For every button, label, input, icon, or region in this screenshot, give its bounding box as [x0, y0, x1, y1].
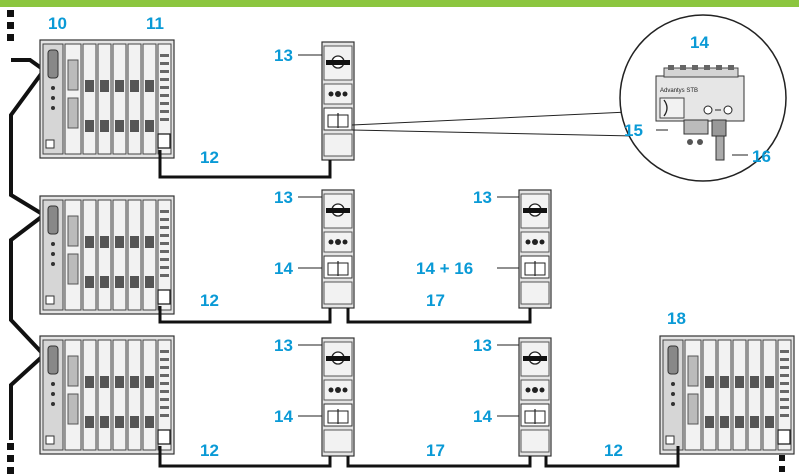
- top-accent-bar: [0, 0, 799, 7]
- cable-row2-a: [158, 306, 332, 324]
- label-module-r1: 13: [274, 46, 293, 65]
- backbone-dashed-bottom: [7, 443, 14, 474]
- island-module-row1: [321, 41, 355, 161]
- label-module-r3-a: 13: [274, 336, 293, 355]
- island-module-row2-b: [518, 189, 552, 309]
- label-zoom-module: 14: [690, 33, 709, 52]
- island-module-row2-a: [321, 189, 355, 309]
- zoom-callout-upper: [351, 111, 629, 126]
- island-module-row3-b: [518, 337, 552, 457]
- label-module-r3-b: 13: [473, 336, 492, 355]
- label-cable-r2-b: 17: [426, 291, 445, 310]
- label-cable-r3-b: 17: [426, 441, 445, 460]
- label-rack-r3-right: 18: [667, 309, 686, 328]
- backbone-dashed-top: [7, 10, 14, 41]
- backbone-cable: [9, 58, 48, 440]
- label-cable-r1: 12: [200, 148, 219, 167]
- cable-row3-a: [158, 446, 332, 468]
- cable-row3-c: [544, 446, 680, 468]
- label-leaders: [298, 54, 519, 417]
- zoom-device-text: Advantys STB: [660, 88, 698, 94]
- cable-row1: [158, 150, 332, 179]
- label-module-r2-b: 13: [473, 188, 492, 207]
- label-cable-r2-a: 12: [200, 291, 219, 310]
- label-cable-r3-c: 12: [604, 441, 623, 460]
- zoom-detail: Advantys STB: [619, 14, 787, 182]
- label-island-r2-b: 14 + 16: [416, 259, 473, 278]
- plc-rack-row1: [39, 39, 175, 159]
- label-cable-r3-a: 12: [200, 441, 219, 460]
- plc-rack-row2: [39, 195, 175, 315]
- label-zoom-connector: 15: [624, 121, 643, 140]
- cables: [158, 150, 680, 468]
- label-island-r3-a: 14: [274, 407, 293, 426]
- label-plc-1: 10: [48, 14, 67, 33]
- island-module-row3-a: [321, 337, 355, 457]
- cable-row3-b: [346, 456, 532, 468]
- zoom-callout-lower: [351, 129, 635, 137]
- label-island-r2-a: 14: [274, 259, 293, 278]
- label-module-r2-a: 13: [274, 188, 293, 207]
- label-island-r3-b: 14: [473, 407, 492, 426]
- plc-rack-row3: [39, 335, 175, 455]
- plc-rack-row3-right: [659, 335, 795, 455]
- cable-row2-b: [346, 308, 532, 324]
- backbone-dashed-right: [779, 455, 785, 472]
- label-zoom-terminator: 16: [752, 147, 771, 166]
- label-rack-1: 11: [146, 14, 164, 33]
